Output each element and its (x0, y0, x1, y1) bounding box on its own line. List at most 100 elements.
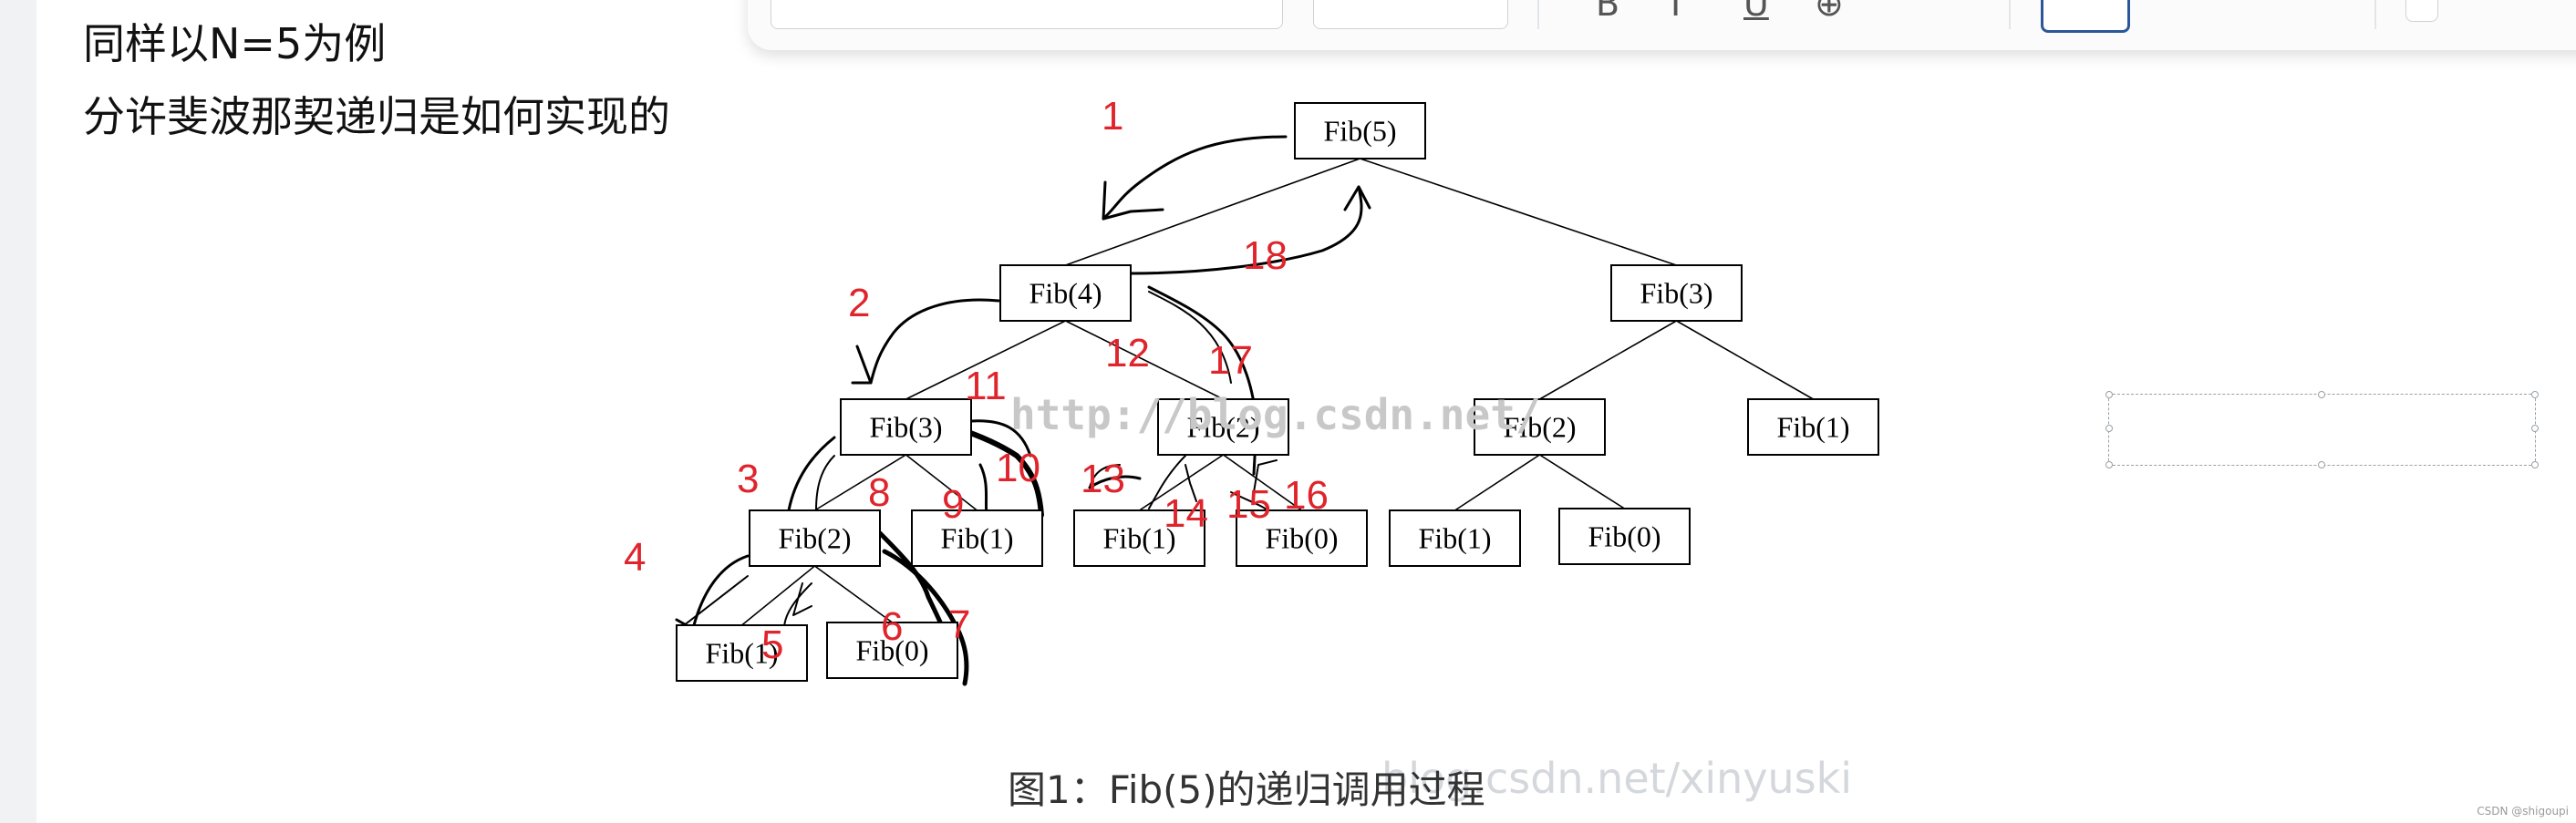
call-path-stroke (783, 582, 812, 630)
step-number: 15 (1226, 482, 1271, 527)
call-path-stroke (955, 426, 1044, 518)
tree-node: Fib(3) (840, 398, 972, 456)
tree-node-box (749, 509, 881, 567)
step-number: 8 (868, 470, 890, 515)
step-number: 3 (737, 457, 759, 501)
call-path-stroke (1253, 459, 1278, 493)
tree-node-label: Fib(0) (1588, 520, 1661, 553)
tree-node: Fib(1) (1389, 509, 1521, 567)
tree-edge (1539, 320, 1677, 400)
resize-handle[interactable] (2531, 391, 2539, 398)
tree-edge (1360, 158, 1677, 266)
step-number: 5 (761, 622, 783, 667)
tree-node-label: Fib(1) (1419, 522, 1492, 555)
tree-node-label: Fib(0) (1266, 522, 1339, 555)
tree-node-box (840, 398, 972, 456)
tree-node-box (1474, 398, 1606, 456)
toolbar-separator (2374, 0, 2376, 29)
call-path-stroke (851, 345, 873, 385)
left-margin-strip (0, 0, 36, 823)
tree-node: Fib(1) (1073, 509, 1205, 567)
resize-handle[interactable] (2531, 461, 2539, 468)
toolbar-separator (2009, 0, 2011, 29)
heading-line-1: 同样以N=5为例 (83, 19, 387, 68)
tree-node-box (1236, 509, 1368, 567)
call-path-stroke (792, 582, 812, 616)
tree-node: Fib(0) (1236, 509, 1368, 567)
bold-icon[interactable]: B (1596, 0, 1620, 24)
tree-node-label: Fib(1) (1777, 411, 1850, 444)
font-size-dropdown[interactable] (1313, 0, 1508, 29)
tree-node-label: Fib(5) (1324, 115, 1397, 148)
resize-handle[interactable] (2105, 461, 2113, 468)
underline-icon[interactable]: U (1743, 0, 1769, 24)
call-path-stroke (1343, 185, 1371, 211)
tree-node: Fib(2) (749, 509, 881, 567)
tree-node-box (911, 509, 1043, 567)
call-path-stroke (1148, 455, 1186, 509)
step-number: 16 (1284, 473, 1329, 518)
tree-edge (1223, 454, 1302, 511)
resize-handle[interactable] (2105, 391, 2113, 398)
tree-edge (1454, 454, 1540, 511)
watermark-url: http://blog.csdn.net/ (1010, 390, 1541, 439)
tree-edge (1539, 454, 1625, 509)
csdn-watermark: CSDN @shigoupi (2477, 805, 2569, 818)
call-path-stroke (969, 419, 1032, 458)
step-number: 7 (948, 602, 970, 647)
step-number: 6 (881, 604, 903, 649)
resize-handle[interactable] (2531, 425, 2539, 432)
resize-handle[interactable] (2318, 391, 2325, 398)
tree-node-label: Fib(2) (779, 522, 852, 555)
call-path-stroke (675, 554, 750, 631)
tree-node: Fib(1) (911, 509, 1043, 567)
step-number: 10 (996, 446, 1040, 490)
tree-edge (905, 320, 1066, 400)
tree-node-label: Fib(0) (856, 634, 929, 667)
tree-node-label: Fib(4) (1029, 277, 1102, 310)
step-number: 18 (1243, 233, 1288, 278)
call-path-stroke (1102, 180, 1107, 221)
call-path-stroke (1129, 185, 1363, 275)
tree-node-box (676, 624, 808, 682)
tree-node-box (1294, 102, 1426, 159)
figure-caption: 图1：Fib(5)的递归调用过程 (1008, 767, 1485, 812)
checkbox-icon[interactable] (2405, 0, 2438, 22)
tree-edges (740, 158, 1814, 626)
tree-nodes: Fib(5)Fib(4)Fib(3)Fib(3)Fib(2)Fib(2)Fib(… (676, 102, 1879, 682)
tree-node-label: Fib(1) (941, 522, 1014, 555)
step-number: 13 (1081, 457, 1125, 501)
tree-edge (1676, 320, 1814, 400)
call-path-stroke (1089, 464, 1121, 489)
call-path-stroke (1088, 475, 1142, 489)
tree-node-box (1157, 398, 1289, 456)
heading-line-2: 分许斐波那契递归是如何实现的 (83, 92, 670, 141)
tree-node: Fib(1) (1747, 398, 1879, 456)
call-path-stroke (787, 436, 836, 512)
resize-handle[interactable] (2105, 425, 2113, 432)
call-path-stroke (1102, 208, 1164, 221)
tree-node: Fib(0) (826, 622, 958, 679)
tree-node-label: Fib(1) (706, 637, 779, 670)
tree-node-box (1747, 398, 1879, 456)
tree-node-box (999, 264, 1132, 322)
text-color-button[interactable] (2041, 0, 2130, 33)
step-number: 4 (624, 535, 646, 580)
call-path-stroke (869, 298, 1000, 385)
resize-handle[interactable] (2318, 461, 2325, 468)
step-number: 14 (1164, 491, 1208, 536)
tree-node-label: Fib(2) (1504, 411, 1577, 444)
tree-edge (1065, 158, 1360, 266)
step-number: 9 (942, 482, 964, 527)
italic-icon[interactable]: I (1671, 0, 1681, 24)
tree-node: Fib(1) (676, 624, 808, 682)
selection-box[interactable] (2105, 391, 2539, 468)
toolbar-separator (1537, 0, 1539, 29)
tree-node-label: Fib(3) (870, 411, 943, 444)
tree-node-box (1389, 509, 1521, 567)
font-family-dropdown[interactable] (771, 0, 1283, 29)
more-format-icon[interactable]: ⊕ (1815, 0, 1844, 24)
floating-format-toolbar: B I U ⊕ (748, 0, 2576, 50)
tree-edge (814, 454, 906, 511)
